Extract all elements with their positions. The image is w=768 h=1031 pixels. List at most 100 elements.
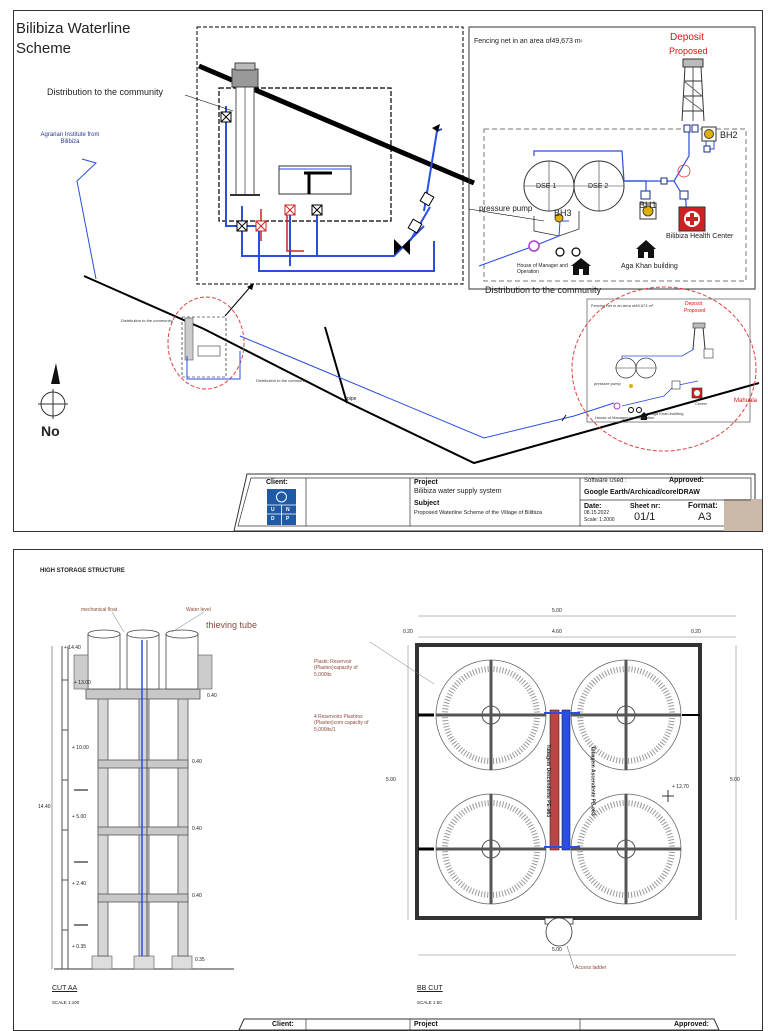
mini-manager-label: House of Manager and Operation: [595, 415, 655, 420]
cut-aa-label: CUT AA: [52, 985, 78, 992]
health-center-label: Bilibiza Health Center: [666, 233, 734, 240]
road-branch: [324, 326, 348, 404]
valve-icon: [236, 220, 248, 232]
title-block-partial: [238, 1018, 720, 1030]
health-center-icon: [678, 206, 706, 232]
dim-500-left: 5.00: [386, 777, 396, 783]
dse1-label: DSE 1: [536, 183, 557, 190]
fencing-note: Fencing net in an area of49,673 m²: [474, 38, 583, 45]
dse2-label: DSE 2: [588, 183, 609, 190]
bb-cut-scale: SCALE 1:50: [417, 1000, 442, 1005]
reservoir-4: [570, 793, 682, 905]
title-block: [233, 473, 762, 531]
valve-icon: [284, 204, 296, 216]
scale-value: Scale: 1:2000: [584, 517, 615, 523]
client-label: Client:: [272, 1021, 294, 1028]
pressure-pump-icon: [528, 240, 540, 252]
dim-460: 4.60: [552, 629, 562, 635]
level-240: + 2.40: [72, 881, 87, 887]
mini-deposit-tower-icon: [692, 322, 706, 350]
approved-label: Approved:: [674, 1021, 709, 1028]
valve-icon: [407, 218, 423, 234]
dim-020-left: 0.20: [403, 629, 413, 635]
mini-proposed-label: Proposed: [684, 308, 706, 314]
cut-aa-scale: SCALE 1:100: [52, 1000, 80, 1005]
valve-icon: [419, 191, 435, 207]
agrarian-institute-label: Agrarian Institute from Bilibiza: [40, 132, 100, 145]
pressure-pump-label: pressure pump: [479, 204, 533, 213]
valve-icon: [255, 220, 267, 232]
treatment-tank: [278, 165, 352, 195]
north-label: No: [41, 423, 60, 439]
dim-040: 0.40: [192, 826, 202, 832]
valve-icon: [311, 204, 323, 216]
level-500: + 5.00: [72, 814, 87, 820]
reservoir-1: [435, 659, 547, 771]
client-label: Client:: [266, 479, 288, 486]
pipe-label: pipe: [347, 396, 357, 402]
deposit-label: Deposit: [670, 32, 704, 43]
cut-aa-elevation: [51, 611, 234, 970]
plastic-reservoir-note: Plastic Reservoir (Plastex)capacity of 5…: [314, 659, 358, 678]
mechanical-float-label: mechanical float: [81, 607, 118, 613]
project-label: Project: [414, 1021, 438, 1028]
level-035: + 0.35: [72, 944, 87, 950]
pump-station-highlight: [167, 296, 245, 390]
deposit-tower-icon: [681, 58, 705, 122]
dim-500-top: 5.00: [552, 608, 562, 614]
pipeline-main: [239, 335, 615, 439]
thieving-tube-label: thieving tube: [206, 620, 258, 630]
pump-icon: [394, 239, 410, 255]
dim-500-bottom: 5.00: [552, 947, 562, 953]
undp-logo-top: U N: [271, 507, 295, 513]
sheet-value: 01/1: [634, 511, 656, 523]
tap-icon: [555, 247, 581, 257]
level-1000: + 10.00: [72, 745, 89, 751]
subject-label: Subject: [414, 500, 440, 507]
dim-500-right: 5.00: [730, 777, 740, 783]
inset-leader-line: [224, 285, 252, 317]
undp-logo-bottom: D P: [271, 516, 295, 522]
software-value: Google Earth/Archicad/corelDRAW: [584, 489, 700, 496]
site-plan-drawing: [38, 26, 762, 531]
mini-center-label: Center: [695, 401, 708, 406]
distribution-bottom-label: Distribution to the community: [485, 285, 602, 295]
level-1300: + 13.00: [74, 680, 91, 686]
four-reservoirs-note: 4 Reservoirs Plastiros (Plastex)com capa…: [314, 714, 369, 733]
dim-040: 0.40: [192, 893, 202, 899]
reservoir-2: [570, 659, 682, 771]
water-level-label: Water level: [186, 607, 211, 613]
mini-pressure-label: pressure pump: [594, 381, 621, 386]
dim-1440: 14.40: [38, 804, 51, 810]
bb-cut-label: BB CUT: [417, 985, 443, 992]
bh3-borehole-icon: [554, 213, 564, 223]
sheet-label: Sheet nr:: [630, 503, 661, 510]
mini-distribution-label: Distribution to the community: [121, 318, 173, 323]
bh1-borehole-icon: [639, 202, 657, 220]
sheet2-title: HIGH STORAGE STRUCTURE: [40, 568, 125, 574]
format-label: Format:: [688, 501, 718, 510]
aga-khan-building-icon: [636, 240, 656, 258]
level-1270: + 12.70: [672, 784, 689, 790]
manager-house-icon: [571, 258, 591, 275]
pipeline-agrarian: [76, 158, 97, 280]
manager-house-label: House of Manager and Operation: [517, 263, 568, 275]
pump-station-inset: [196, 26, 464, 285]
bb-cut-plan: [369, 615, 737, 969]
storage-structure-drawing: [51, 611, 737, 1030]
level-1440: + 14.40: [64, 645, 81, 651]
bh2-borehole-icon: [701, 126, 717, 142]
approved-label: Approved:: [669, 477, 704, 484]
bh2-label: BH2: [720, 130, 738, 140]
page-title: Bilibiza Waterline Scheme: [16, 20, 131, 58]
descending-pipe-label: Tubagem Descendente PE-ø63: [545, 744, 552, 818]
dim-040: 0.40: [207, 693, 217, 699]
mini-distribution-label: Distribution to the community: [256, 378, 308, 383]
dim-040: 0.40: [192, 759, 202, 765]
format-value: A3: [698, 511, 712, 523]
proposed-label: Proposed: [669, 46, 708, 56]
aga-khan-label: Aga Khan building: [621, 263, 678, 270]
dim-020-right: 0.20: [691, 629, 701, 635]
distribution-top-label: Distribution to the community: [47, 87, 164, 97]
mahuala-label: Mahuala: [734, 398, 758, 404]
